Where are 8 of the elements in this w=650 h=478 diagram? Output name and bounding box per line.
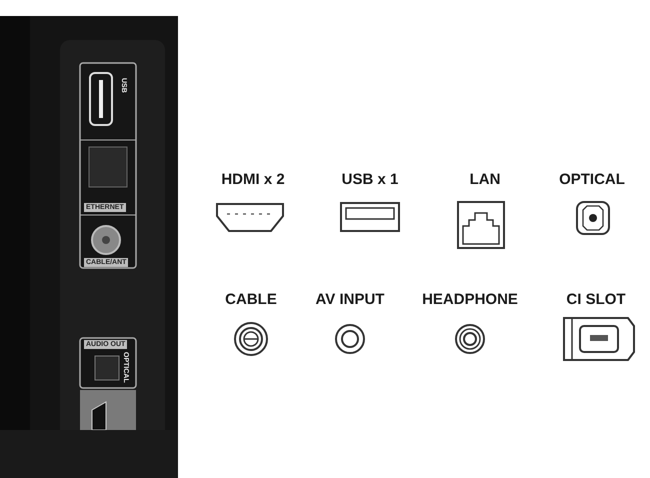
port-label: AV INPUT — [316, 292, 384, 307]
port-label: CI SLOT — [566, 292, 626, 307]
port-label: USB x 1 — [342, 172, 398, 187]
port-label: HDMI x 2 — [221, 172, 285, 187]
port-label: OPTICAL — [559, 172, 625, 187]
port-label: LAN — [470, 172, 500, 187]
port-label: CABLE — [225, 292, 277, 307]
port-label: HEADPHONE — [422, 292, 518, 307]
